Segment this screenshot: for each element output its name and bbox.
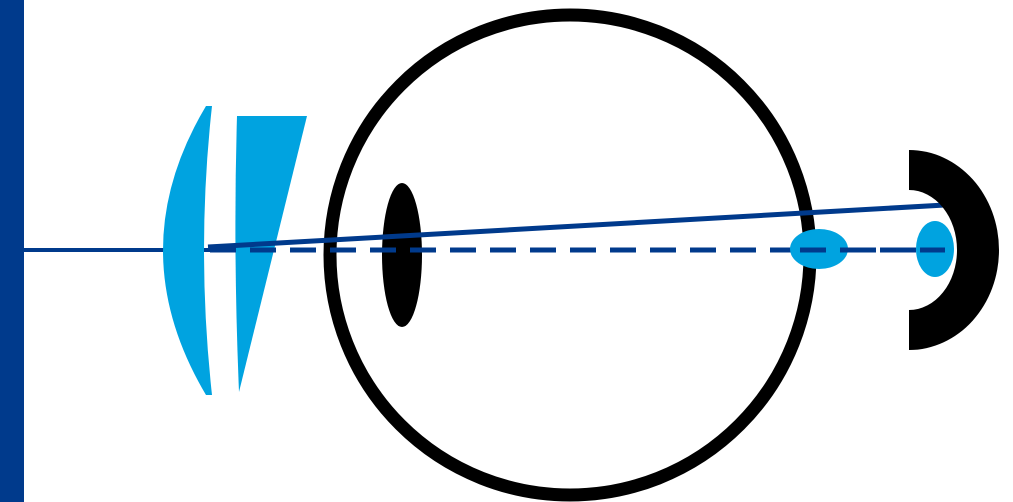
wedge-prism [235,116,307,392]
crystalline-lens [382,183,422,327]
left-bar [0,0,24,502]
